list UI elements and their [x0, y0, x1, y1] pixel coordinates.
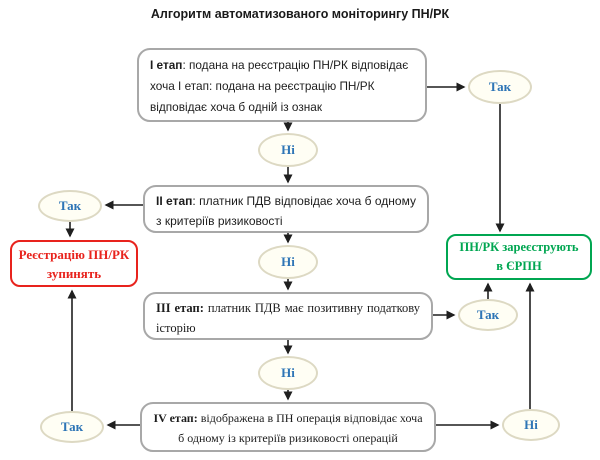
stage3-box: ІІІ етап: платник ПДВ має позитивну пода… — [143, 292, 433, 340]
flowchart-title: Алгоритм автоматизованого моніторингу ПН… — [150, 7, 450, 21]
no-oval-bottom-right: Ні — [502, 409, 560, 441]
yes-oval-top-right: Так — [468, 70, 532, 104]
yes-oval-bottom-left: Так — [40, 411, 104, 443]
stage2-lead: ІІ етап — [156, 194, 193, 208]
stage3-text: платник ПДВ має позитивну податкову істо… — [156, 301, 420, 335]
no-oval-2: Ні — [258, 245, 318, 279]
stage1-box: І етап: подана на реєстрацію ПН/РК відпо… — [137, 48, 427, 122]
no-oval-3: Ні — [258, 356, 318, 390]
register-erpn-box: ПН/РК зареєструють в ЄРПН — [446, 234, 592, 280]
stage2-text: : платник ПДВ відповідає хоча б одному з… — [156, 194, 416, 228]
yes-oval-right: Так — [458, 299, 518, 331]
stage1-text: : подана на реєстрацію ПН/РК відповідає … — [150, 58, 409, 114]
stage4-text: відображена в ПН операція відповідає хоч… — [178, 411, 423, 445]
no-oval-1: Ні — [258, 133, 318, 167]
stage2-box: ІІ етап: платник ПДВ відповідає хоча б о… — [143, 185, 429, 233]
stage1-lead: І етап — [150, 58, 183, 72]
stage3-lead: ІІІ етап: — [156, 301, 204, 315]
stop-registration-box: Реєстрацію ПН/РК зупинять — [10, 240, 138, 287]
stage4-lead: IV етап: — [153, 411, 198, 425]
stage4-box: IV етап: відображена в ПН операція відпо… — [140, 402, 436, 452]
yes-oval-left: Так — [38, 190, 102, 222]
